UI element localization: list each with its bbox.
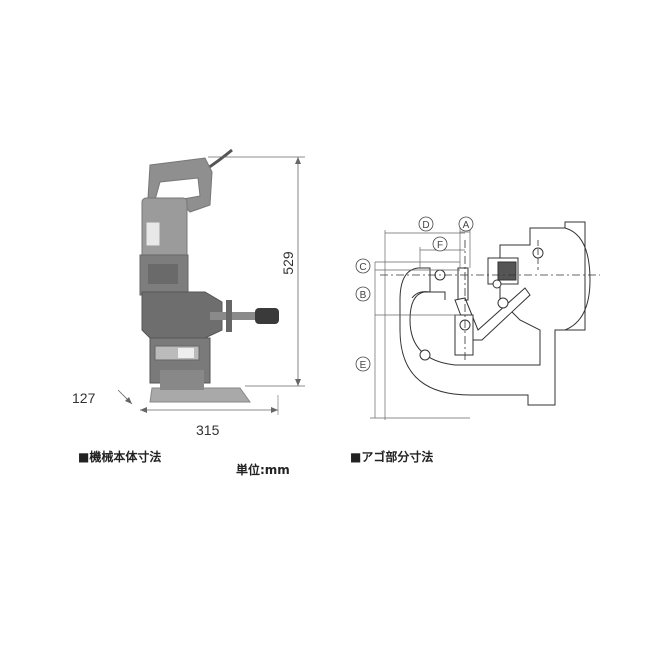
svg-text:E: E — [360, 360, 367, 371]
jaw-dimension-lines — [370, 228, 471, 420]
label-circle-e: E — [355, 356, 371, 372]
jaw-diagram — [380, 221, 600, 406]
label-circle-c: C — [355, 258, 371, 274]
svg-text:C: C — [359, 262, 366, 273]
label-circle-d: D — [418, 216, 434, 232]
width-dimension-label: 315 — [196, 422, 220, 438]
jaw-outer-frame — [399, 221, 586, 406]
label-circle-f: F — [432, 236, 448, 252]
side-handle-bar — [210, 312, 260, 320]
cutting-head — [141, 291, 223, 339]
svg-text:D: D — [422, 220, 429, 231]
bolt-3 — [497, 297, 509, 309]
bolt-5 — [419, 349, 431, 361]
svg-text:A: A — [463, 220, 470, 231]
side-handle-grip — [255, 308, 279, 324]
base-plate — [149, 387, 251, 403]
svg-text:F: F — [437, 240, 443, 251]
label-circle-b: B — [355, 286, 371, 302]
machine-body-caption: ■機械本体寸法 — [78, 450, 162, 464]
unit-label: 単位:mm — [236, 463, 290, 477]
label-circle-a: A — [458, 216, 474, 232]
height-dimension-label: 529 — [280, 251, 296, 275]
jaw-caption: ■アゴ部分寸法 — [350, 450, 434, 464]
depth-dimension-label: 127 — [72, 390, 96, 406]
svg-text:B: B — [360, 290, 367, 301]
bolt-2 — [492, 279, 502, 289]
